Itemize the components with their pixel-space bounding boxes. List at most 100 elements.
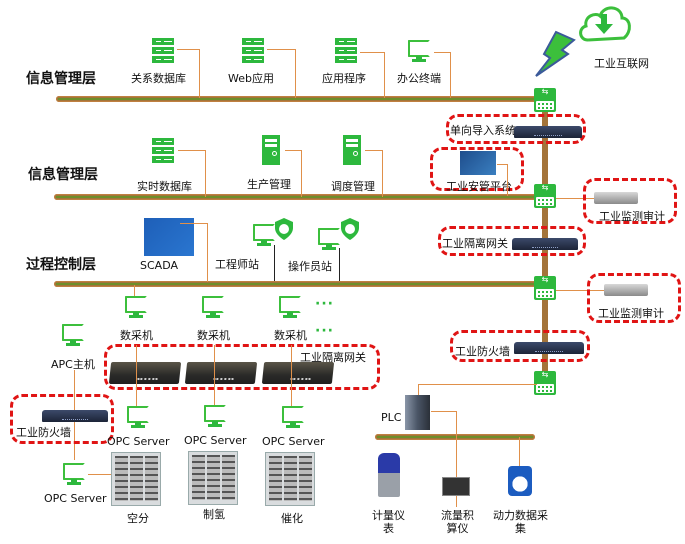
- network-switch-icon[interactable]: ⇆: [534, 88, 556, 112]
- server-tower-icon: [343, 135, 361, 165]
- wire: [136, 345, 137, 407]
- monitor-icon: [282, 406, 304, 428]
- monitor-icon: [253, 224, 275, 246]
- audit-device-icon: [604, 284, 648, 296]
- isolation-gateway-device: [261, 362, 335, 384]
- wire: [360, 52, 385, 98]
- wire: [497, 164, 508, 196]
- security-zone-audit-1: [583, 178, 677, 224]
- bus-info-layer-2: [54, 194, 540, 200]
- instrument-2-line-1: 流量积: [441, 509, 474, 522]
- flow-meter-icon: [508, 466, 532, 496]
- wire: [88, 474, 112, 475]
- plc-label[interactable]: PLC: [381, 411, 402, 424]
- monitor-icon: [62, 324, 84, 346]
- shield-icon: [275, 218, 293, 240]
- server-tower-icon: [262, 135, 280, 165]
- layer-label-process-control: 过程控制层: [26, 257, 96, 273]
- firewall-1-label[interactable]: 工业防火墙: [455, 345, 510, 358]
- firewall-2-label[interactable]: 工业防火墙: [16, 426, 71, 439]
- instrument-1-line-1: 计量仪: [372, 509, 405, 522]
- one-way-import-label[interactable]: 单向导入系统: [450, 124, 516, 137]
- node-engineer-station[interactable]: 工程师站: [215, 258, 259, 271]
- network-switch-icon[interactable]: ⇆: [534, 276, 556, 300]
- isolation-gateway-2-label[interactable]: 工业隔离网关: [300, 351, 366, 364]
- meter-instrument-icon: [378, 453, 400, 497]
- opc-server-2-label[interactable]: OPC Server: [184, 434, 247, 447]
- wire: [418, 384, 537, 398]
- node-relational-db[interactable]: 关系数据库: [131, 72, 186, 85]
- opc-server-1-label[interactable]: OPC Server: [107, 435, 170, 448]
- node-dispatch-mgmt[interactable]: 调度管理: [331, 180, 375, 193]
- apc-host-label[interactable]: APC主机: [51, 358, 95, 371]
- wire: [556, 198, 594, 199]
- shield-icon: [341, 218, 359, 240]
- server-rack-icon: [152, 38, 174, 63]
- instrument-2-line-2: 算仪: [446, 522, 469, 535]
- plc-icon: [405, 395, 430, 430]
- lightning-icon: [535, 30, 576, 77]
- firewall-device: [514, 342, 584, 354]
- instrument-3-line-1: 动力数据采: [493, 509, 548, 522]
- node-application[interactable]: 应用程序: [322, 72, 366, 85]
- node-realtime-db[interactable]: 实时数据库: [137, 180, 192, 193]
- layer-label-info-management-2: 信息管理层: [28, 167, 98, 183]
- opc-server-3-label[interactable]: OPC Server: [262, 435, 325, 448]
- instrument-3-line-2: 集: [515, 522, 526, 535]
- cloud-download-icon: [579, 6, 631, 42]
- isolation-gateway-device: [184, 362, 258, 384]
- security-zone-audit-2: [587, 273, 681, 323]
- security-platform-screen-icon: [460, 151, 496, 175]
- collector-1-label[interactable]: 数采机: [120, 329, 153, 342]
- monitor-icon: [408, 40, 430, 62]
- isolation-gateway-device: [108, 362, 182, 384]
- scada-screen-icon: [144, 218, 194, 256]
- security-zone-isolation-gateway-1: [438, 226, 586, 256]
- audit-2-label[interactable]: 工业监测审计: [598, 307, 664, 320]
- monitor-icon: [279, 296, 301, 318]
- wire: [431, 411, 457, 507]
- instrument-3-label: 动力数据采集: [493, 509, 548, 535]
- wire: [267, 49, 296, 98]
- wire: [434, 52, 451, 98]
- monitor-icon: [127, 406, 149, 428]
- security-zone-one-way-import: [446, 114, 586, 144]
- audit-device-icon: [594, 192, 638, 204]
- control-cabinet-icon: [265, 452, 315, 506]
- wire: [556, 290, 604, 291]
- instrument-1-line-2: 表: [383, 522, 394, 535]
- wire: [285, 150, 302, 197]
- unit-label: 空分: [127, 512, 149, 525]
- flow-totalizer-icon: [442, 477, 470, 496]
- unit-label: 催化: [281, 512, 303, 525]
- isolation-gateway-1-label[interactable]: 工业隔离网关: [442, 237, 508, 250]
- monitor-icon: [63, 463, 85, 485]
- opc-server-left-label[interactable]: OPC Server: [44, 492, 107, 505]
- wire: [519, 437, 520, 469]
- monitor-icon: [202, 296, 224, 318]
- network-switch-icon[interactable]: ⇆: [534, 371, 556, 395]
- node-office-terminal[interactable]: 办公终端: [397, 72, 441, 85]
- security-platform-label[interactable]: 工业安管平台: [446, 180, 512, 193]
- wire: [365, 150, 383, 197]
- node-operator-station[interactable]: 操作员站: [288, 260, 332, 273]
- bus-info-layer-1: [56, 96, 540, 102]
- wire: [291, 345, 292, 407]
- network-switch-icon[interactable]: ⇆: [534, 184, 556, 208]
- instrument-2-label: 流量积算仪: [441, 509, 474, 535]
- security-zone-isolation-gateway-2: [104, 344, 380, 390]
- collector-3-label[interactable]: 数采机: [274, 329, 307, 342]
- node-scada[interactable]: SCADA: [140, 259, 178, 272]
- wire: [178, 150, 206, 197]
- security-zone-firewall-1: [450, 330, 590, 362]
- node-production-mgmt[interactable]: 生产管理: [247, 178, 291, 191]
- bus-process-layer: [54, 281, 540, 287]
- one-way-import-device: [514, 126, 582, 138]
- collector-2-label[interactable]: 数采机: [197, 329, 230, 342]
- node-web-app[interactable]: Web应用: [228, 72, 274, 85]
- security-zone-firewall-2: [10, 394, 114, 444]
- wire: [339, 248, 340, 281]
- bus-field-layer: [375, 434, 535, 440]
- audit-1-label[interactable]: 工业监测审计: [599, 210, 665, 223]
- monitor-icon: [318, 228, 340, 250]
